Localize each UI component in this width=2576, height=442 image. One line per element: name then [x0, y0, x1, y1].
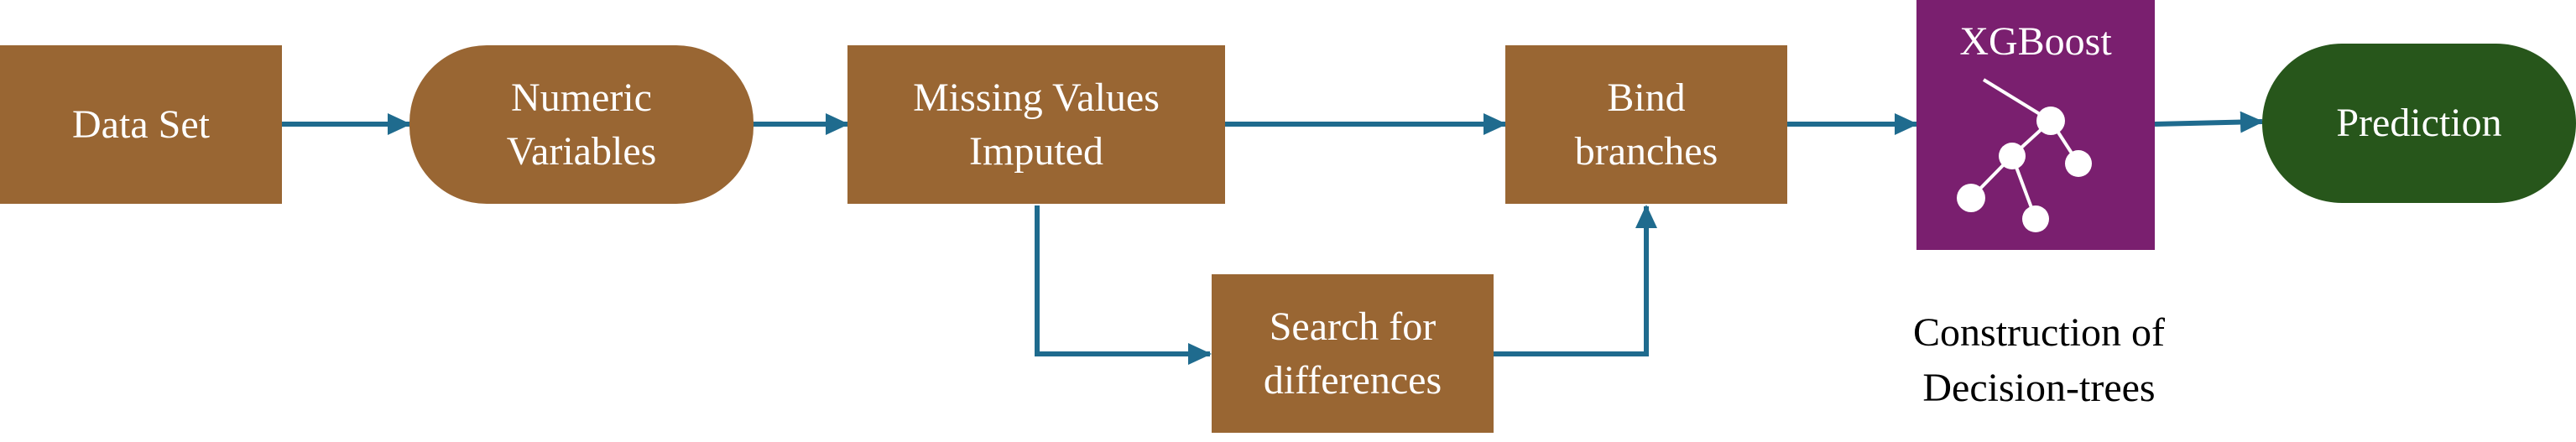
numeric-variables-box: Numeric Variables [409, 45, 754, 204]
construction-caption: Construction of Decision-trees [1913, 310, 2165, 410]
arrow-search-to-bind [1494, 205, 1657, 356]
data-set-box: Data Set [0, 45, 282, 204]
xgboost-box: XGBoost [1916, 0, 2155, 250]
arrow-xgboost-to-prediction [2154, 111, 2264, 133]
numeric-variables-label: Numeric Variables [506, 75, 657, 174]
xgboost-label: XGBoost [1959, 19, 2112, 64]
data-set-label: Data Set [72, 101, 210, 147]
search-differences-box: Search for differences [1212, 274, 1494, 433]
missing-values-label: Missing Values Imputed [913, 75, 1160, 174]
missing-values-box: Missing Values Imputed [847, 45, 1225, 204]
prediction-label: Prediction [2336, 101, 2502, 145]
bind-branches-box: Bind branches [1505, 45, 1787, 204]
decision-tree-icon [1957, 78, 2092, 232]
arrow-missing-to-search [1035, 205, 1212, 365]
search-differences-label: Search for differences [1263, 304, 1442, 403]
bind-branches-label: Bind branches [1574, 75, 1718, 174]
prediction-box: Prediction [2262, 44, 2576, 203]
